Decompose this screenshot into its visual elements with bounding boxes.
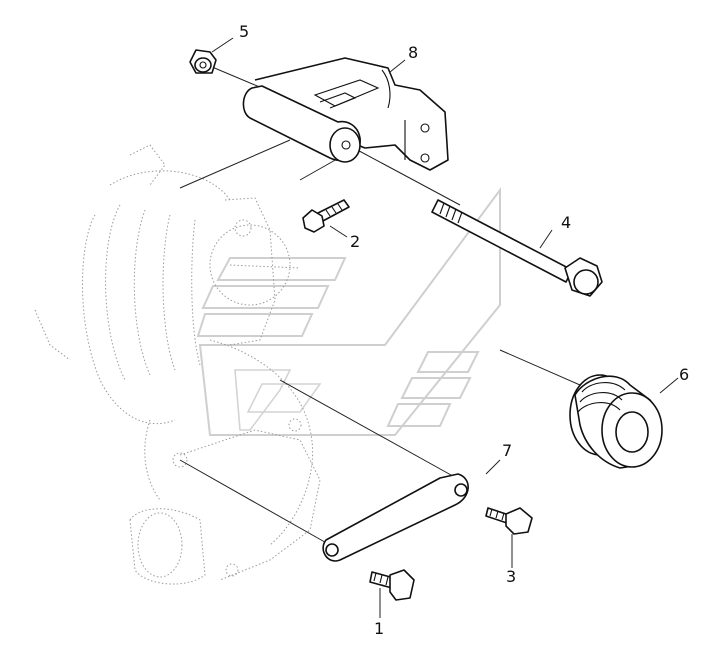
bolt-part-3 <box>485 507 533 535</box>
callout-1: 1 <box>374 619 384 638</box>
flange-nut-part <box>189 49 217 74</box>
pulley-part <box>569 374 663 469</box>
callout-7: 7 <box>502 441 512 460</box>
long-bolt-part <box>431 199 603 297</box>
callout-5: 5 <box>239 22 249 41</box>
callout-3: 3 <box>506 567 516 586</box>
link-bar-part <box>322 473 469 562</box>
callout-4: 4 <box>561 213 571 232</box>
watermark-logo <box>196 186 501 436</box>
callout-6: 6 <box>679 365 689 384</box>
callout-leaders <box>211 37 679 618</box>
bolt-part-1 <box>369 569 415 601</box>
callout-labels: 5 8 4 2 6 7 3 1 <box>239 22 689 638</box>
alternator-ghost-outline <box>34 144 321 585</box>
callout-2: 2 <box>350 232 360 251</box>
small-bolt-part <box>302 199 350 233</box>
callout-8: 8 <box>408 43 418 62</box>
bracket-part <box>242 57 449 171</box>
explode-lines <box>179 63 581 546</box>
